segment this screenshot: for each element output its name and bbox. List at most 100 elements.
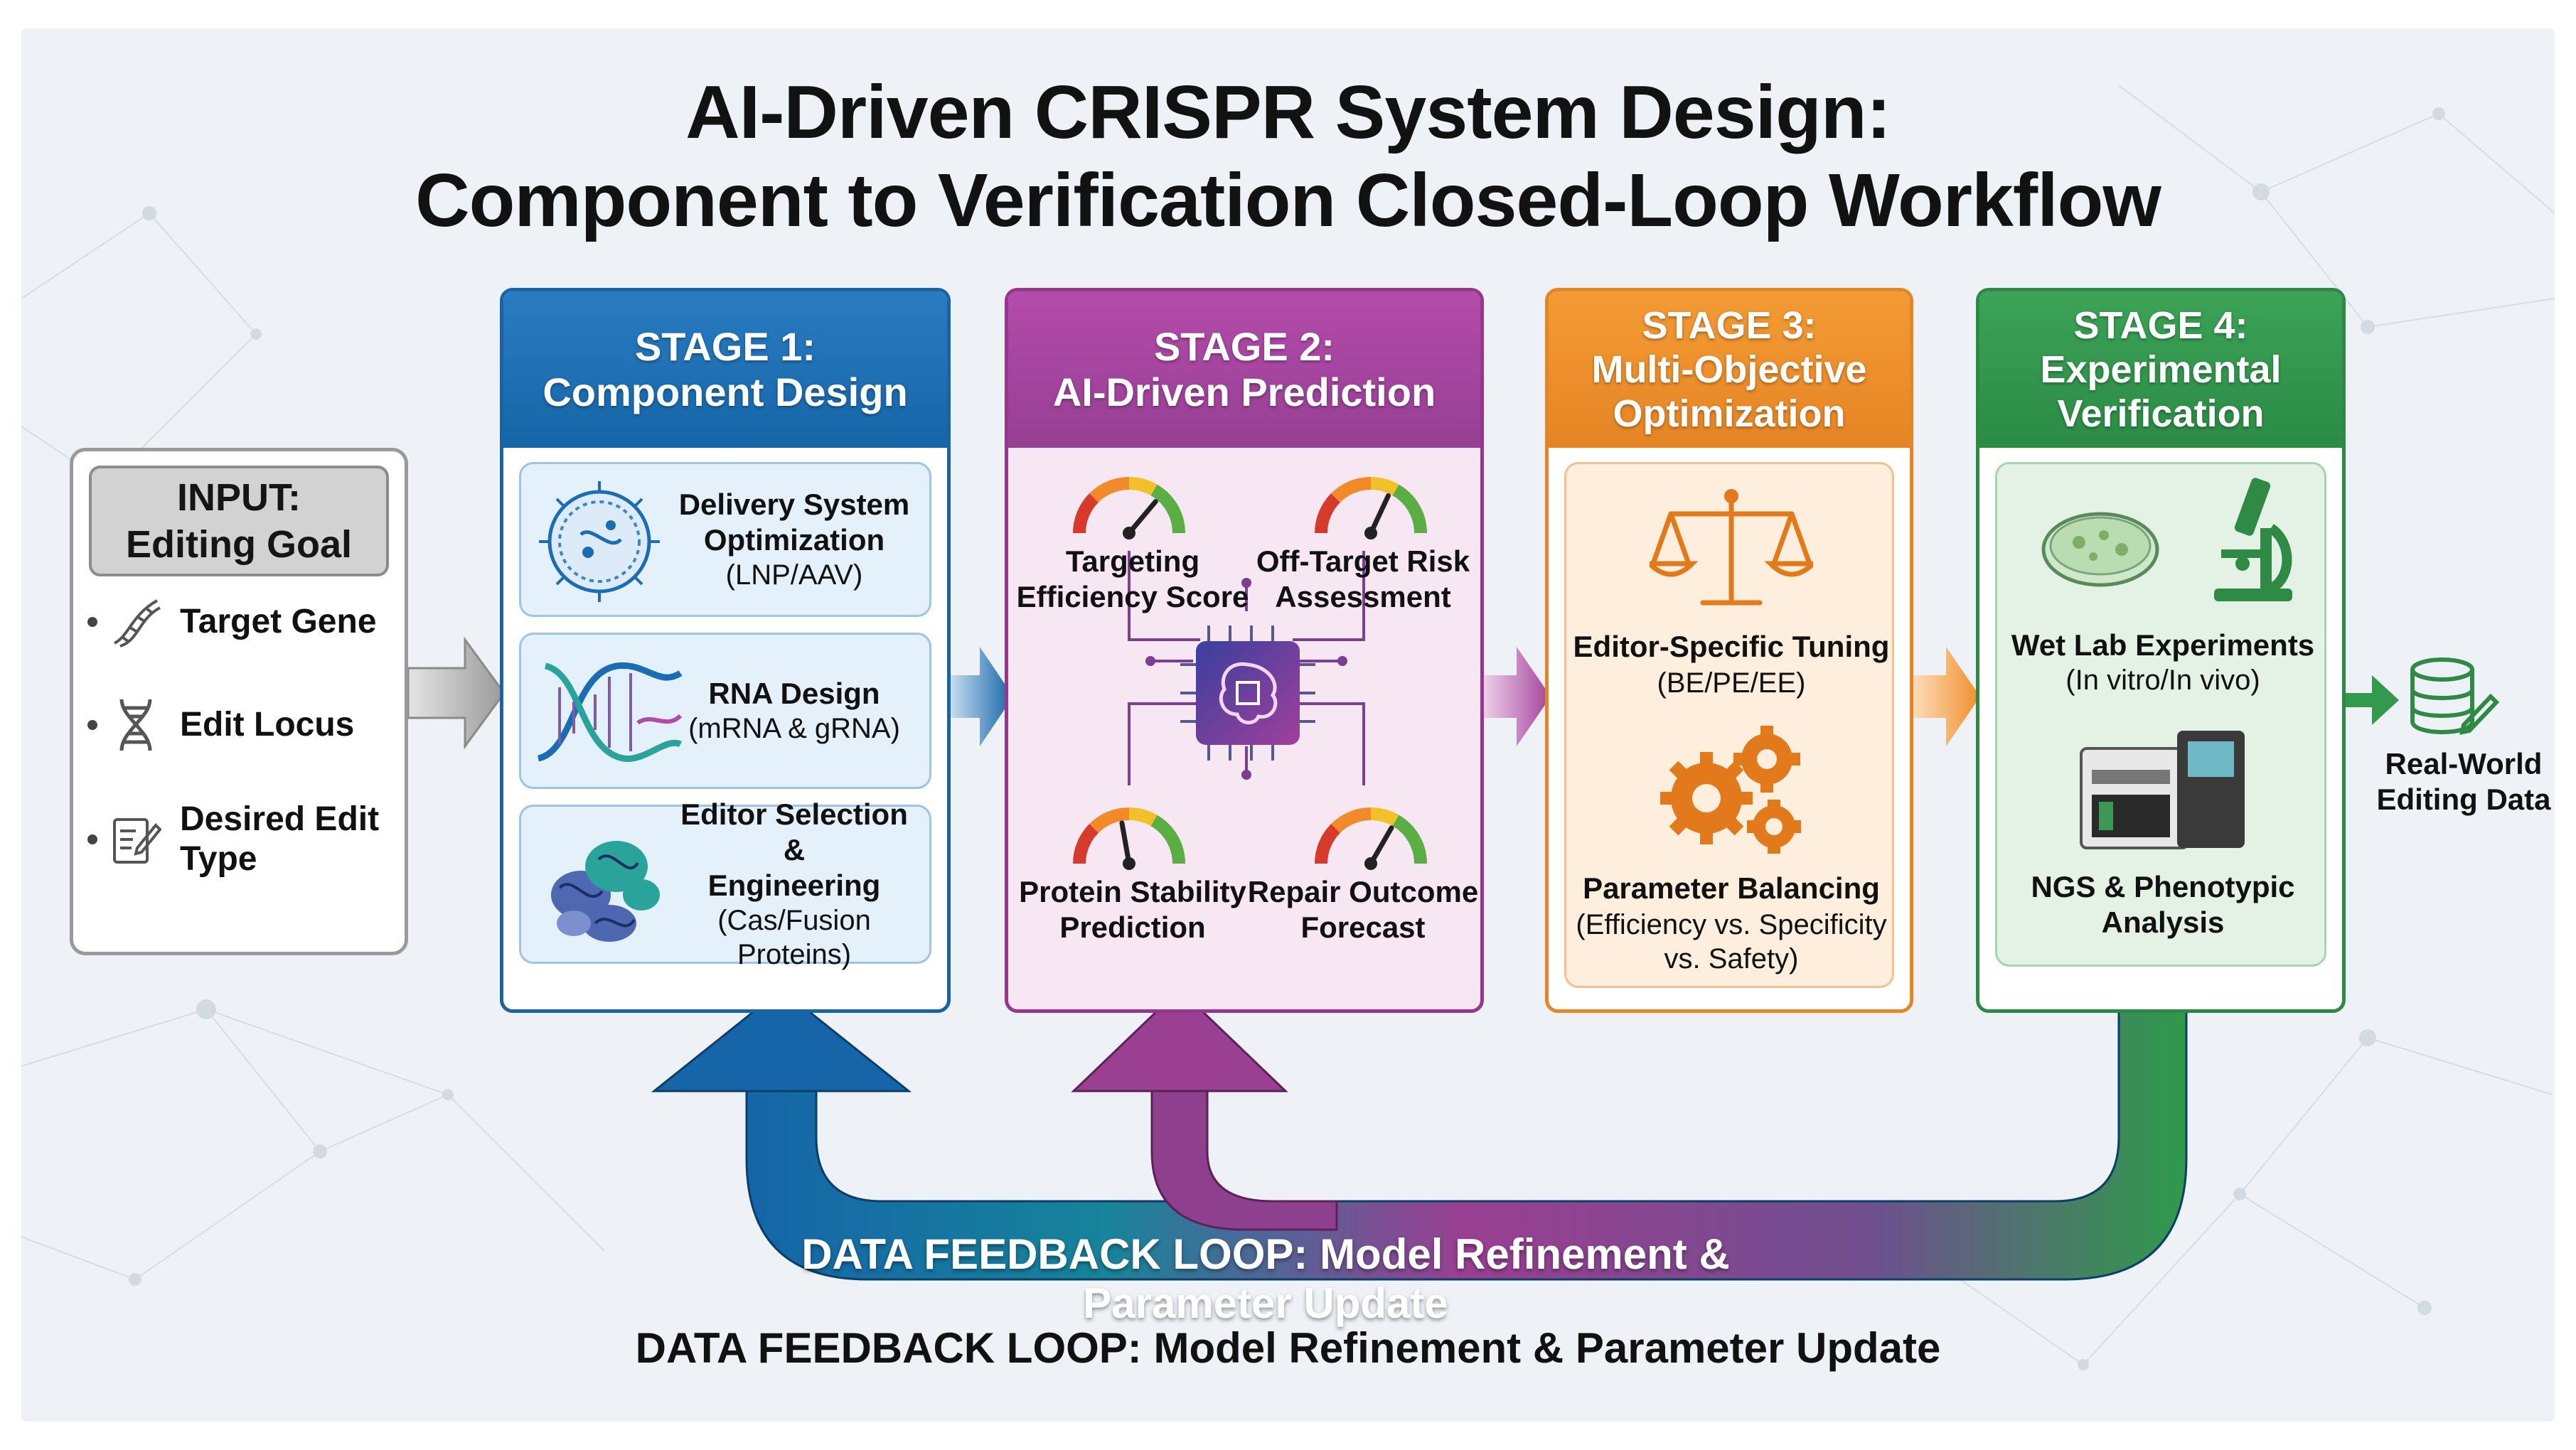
- edit-document-icon: [113, 818, 161, 864]
- ngs-sequencer-icon: [2080, 731, 2245, 849]
- stage1-card-editor-text: Editor Selection & Engineering (Cas/Fusi…: [666, 798, 922, 970]
- rna-sub: (mRNA & gRNA): [688, 713, 900, 744]
- ai-brain-chip-icon: [1180, 625, 1315, 761]
- stage2-heading-line-1: STAGE 2:: [1153, 324, 1335, 369]
- ngs-line-1: NGS & Phenotypic: [2031, 870, 2295, 903]
- tuning-title: Editor-Specific Tuning: [1573, 630, 1890, 663]
- arrow-stage2-to-stage3: [1481, 647, 1551, 746]
- off-target-risk-label-line-1: Off-Target Risk: [1256, 544, 1470, 578]
- wetlab-sub: (In vitro/In vivo): [2065, 665, 2260, 696]
- input-label-edit-type: Desired Edit Type: [180, 800, 379, 879]
- diagram-canvas: AI-Driven CRISPR System Design: Componen…: [21, 28, 2555, 1422]
- stage1-heading: STAGE 1: Component Design: [503, 291, 947, 448]
- input-item-edit-type: Desired Edit Type: [87, 800, 379, 879]
- repair-outcome-gauge-icon: [1315, 807, 1427, 870]
- ngs-line-2: Analysis: [2101, 906, 2225, 939]
- balance-scale-icon: [1650, 489, 1813, 606]
- editor-title-line-1: Editor Selection &: [680, 798, 908, 866]
- input-item-target-gene: Target Gene: [87, 594, 377, 650]
- protein-stability-label-line-2: Prediction: [1059, 911, 1206, 944]
- output-label: Real-World Editing Data: [2368, 746, 2555, 817]
- bullet: [87, 834, 97, 844]
- output-line-2: Editing Data: [2376, 783, 2551, 816]
- rna-helix-icon: [537, 662, 683, 762]
- targeting-efficiency-gauge-icon: [1073, 477, 1185, 539]
- stage1-card-delivery-text: Delivery System Optimization (LNP/AAV): [666, 464, 922, 615]
- output-line-1: Real-World: [2385, 747, 2543, 780]
- dna-strand-icon: [113, 599, 161, 648]
- protein-structure-icon: [551, 841, 660, 942]
- bullet: [87, 617, 97, 627]
- nanoparticle-icon: [539, 481, 660, 602]
- dna-helix-icon: [119, 699, 152, 751]
- wetlab-title: Wet Lab Experiments: [2011, 628, 2315, 662]
- off-target-risk-label-line-2: Assessment: [1275, 580, 1451, 613]
- arrow-input-to-stage1: [408, 636, 506, 750]
- protein-stability-label-line-1: Protein Stability: [1019, 875, 1246, 908]
- stage1-card-rna: RNA Design (mRNA & gRNA): [519, 633, 931, 789]
- protein-stability-gauge-icon: [1073, 807, 1185, 870]
- title-line-1: AI-Driven CRISPR System Design:: [685, 70, 1891, 154]
- input-header: INPUT: Editing Goal: [89, 466, 389, 576]
- stage3-panel: STAGE 3: Multi-Objective Optimization Ed…: [1545, 288, 1913, 1013]
- repair-outcome-label-line-1: Repair Outcome: [1247, 875, 1479, 908]
- feedback-arrowhead-stage2: [1071, 987, 1288, 1092]
- editor-sub: (Cas/Fusion Proteins): [717, 905, 871, 970]
- petri-dish-icon: [2041, 512, 2159, 587]
- stage4-heading-line-2: Experimental: [2040, 348, 2282, 391]
- stage2-circuit: [1128, 551, 1365, 785]
- balance-sub-line-1: (Efficiency vs. Specificity: [1576, 909, 1887, 940]
- stage3-heading-line-1: STAGE 3:: [1642, 304, 1817, 347]
- title-line-2: Component to Verification Closed-Loop Wo…: [415, 159, 2161, 242]
- delivery-title-line-1: Delivery System: [678, 488, 910, 521]
- targeting-efficiency-label-line-1: Targeting: [1065, 544, 1200, 578]
- repair-outcome-label-line-2: Forecast: [1300, 911, 1426, 944]
- stage4-heading-line-1: STAGE 4:: [2073, 304, 2248, 347]
- input-panel: INPUT: Editing Goal Target Gene Edit Loc: [70, 448, 408, 955]
- input-header-line-1: INPUT:: [177, 476, 301, 519]
- stage4-inner-panel: Wet Lab Experiments (In vitro/In vivo) N…: [1995, 462, 2326, 967]
- stage3-heading: STAGE 3: Multi-Objective Optimization: [1549, 291, 1910, 448]
- stage4-panel: STAGE 4: Experimental Verification: [1976, 288, 2346, 1013]
- stage2-panel: STAGE 2: AI-Driven Prediction: [1005, 288, 1484, 1013]
- balance-title: Parameter Balancing: [1583, 871, 1880, 905]
- stage3-heading-line-2: Multi-Objective: [1591, 348, 1867, 391]
- stage1-panel: STAGE 1: Component Design Delivery Syste…: [500, 288, 951, 1013]
- targeting-efficiency-label-line-2: Efficiency Score: [1016, 580, 1249, 613]
- input-label-edit-type-line-1: Desired Edit: [180, 800, 380, 838]
- microscope-icon: [2214, 478, 2292, 601]
- stage2-heading-line-2: AI-Driven Prediction: [1052, 370, 1436, 414]
- bullet: [87, 720, 97, 730]
- stage1-card-rna-text: RNA Design (mRNA & gRNA): [666, 635, 922, 787]
- stage1-card-editor: Editor Selection & Engineering (Cas/Fusi…: [519, 798, 931, 970]
- input-label-edit-locus: Edit Locus: [180, 706, 355, 743]
- stage3-inner-panel: Editor-Specific Tuning (BE/PE/EE) Parame…: [1564, 462, 1894, 988]
- delivery-sub: (LNP/AAV): [725, 559, 863, 591]
- feedback-caption: DATA FEEDBACK LOOP: Model Refinement & P…: [635, 1324, 1941, 1372]
- balance-sub-line-2: vs. Safety): [1664, 943, 1799, 974]
- feedback-arrow-label: DATA FEEDBACK LOOP: Model Refinement & P…: [801, 1230, 1730, 1327]
- tuning-sub: (BE/PE/EE): [1657, 667, 1806, 699]
- database-edit-icon: [2410, 657, 2499, 735]
- stage3-heading-line-3: Optimization: [1613, 392, 1846, 435]
- stage2-heading: STAGE 2: AI-Driven Prediction: [1008, 291, 1480, 448]
- arrow-stage1-to-stage2: [948, 647, 1013, 746]
- editor-title-line-2: Engineering: [707, 869, 881, 902]
- stage1-heading-line-1: STAGE 1:: [634, 324, 816, 369]
- input-label-target-gene: Target Gene: [180, 603, 377, 640]
- input-header-line-2: Editing Goal: [126, 523, 352, 566]
- feedback-branch-stage2: [1150, 1086, 1338, 1231]
- feedback-loop-arrows: [651, 984, 2188, 1281]
- feedback-main-band: [745, 984, 2188, 1281]
- delivery-title-line-2: Optimization: [703, 523, 885, 557]
- arrow-stage4-to-output: [2343, 675, 2399, 725]
- gears-icon: [1660, 726, 1801, 854]
- input-label-edit-type-line-2: Type: [180, 840, 257, 878]
- stage4-heading: STAGE 4: Experimental Verification: [1979, 291, 2342, 448]
- arrow-stage3-to-stage4: [1910, 647, 1980, 746]
- stage1-heading-line-2: Component Design: [543, 370, 908, 414]
- input-item-edit-locus: Edit Locus: [87, 697, 354, 753]
